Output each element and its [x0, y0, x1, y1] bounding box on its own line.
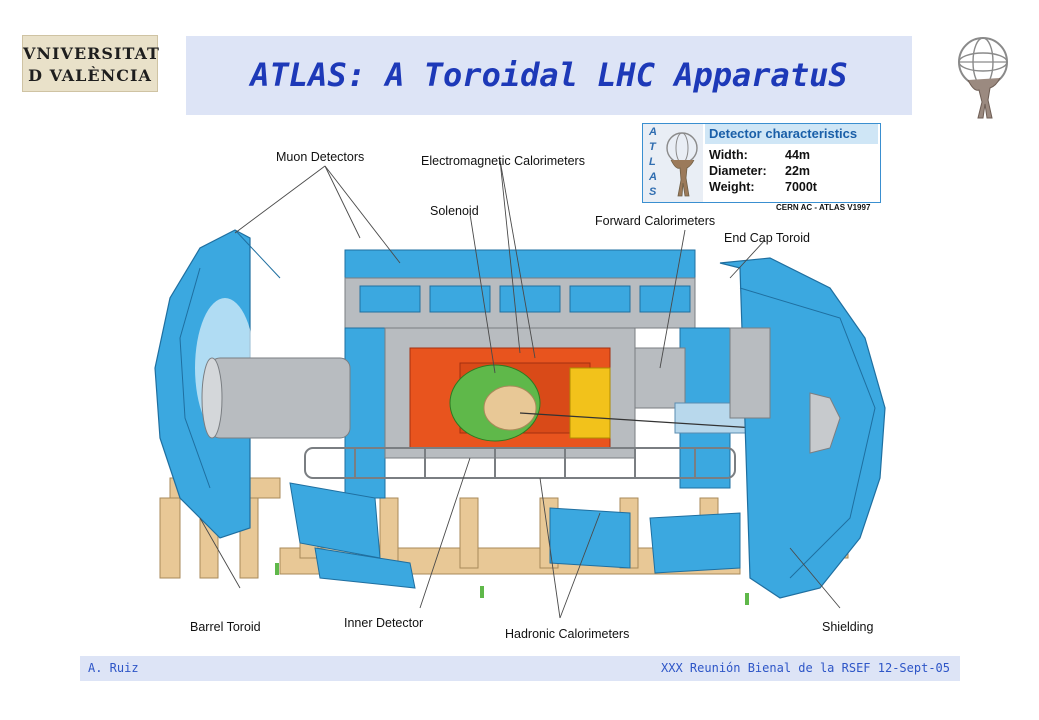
barrel-toroid-coils — [304, 447, 736, 479]
label-em-calorimeters: Electromagnetic Calorimeters — [421, 154, 585, 168]
info-heading: Detector characteristics — [705, 124, 878, 144]
info-value-diameter: 22m — [785, 164, 811, 178]
lower-muon-chambers — [289, 482, 741, 589]
atlas-figure-icon — [958, 37, 1008, 119]
logo-line-2: D VALÈNCIA — [28, 66, 152, 85]
info-label-width: Width: — [709, 148, 748, 162]
info-value-weight: 7000t — [785, 180, 817, 194]
atlas-letter: A — [649, 126, 657, 138]
info-label-diameter: Diameter: — [709, 164, 767, 178]
label-hadronic-calorimeters: Hadronic Calorimeters — [505, 627, 630, 641]
left-forward-cylinder — [201, 357, 351, 439]
atlas-letter: A — [649, 171, 657, 183]
info-value-width: 44m — [785, 148, 811, 162]
label-shielding: Shielding — [822, 620, 874, 634]
logo-line-1: VNIVERSITAT — [23, 44, 160, 63]
label-inner-detector: Inner Detector — [344, 616, 424, 630]
footer-event: XXX Reunión Bienal de la RSEF 12-Sept-05 — [661, 661, 950, 675]
page-title: ATLAS: A Toroidal LHC ApparatuS — [250, 56, 848, 94]
university-logo: VNIVERSITAT D VALÈNCIA — [22, 35, 160, 92]
human-scale-figures — [275, 563, 749, 605]
label-leaders — [199, 159, 841, 619]
atlas-detector-diagram — [154, 159, 886, 619]
label-forward-calorimeters: Forward Calorimeters — [595, 214, 716, 228]
atlas-logo-strip: A T L A S — [643, 124, 703, 202]
atlas-letter: L — [649, 156, 656, 168]
atlas-letter: S — [649, 186, 657, 198]
atlas-mini-figure-icon — [666, 132, 698, 197]
atlas-letter: T — [649, 141, 656, 153]
label-solenoid: Solenoid — [430, 204, 479, 218]
right-muon-wheel — [719, 257, 886, 599]
support-structure — [159, 477, 851, 579]
label-muon-detectors: Muon Detectors — [276, 150, 365, 164]
label-barrel-toroid: Barrel Toroid — [190, 620, 261, 634]
label-end-cap-toroid: End Cap Toroid — [724, 231, 810, 245]
calorimeter-core — [384, 327, 881, 459]
cern-credit: CERN AC - ATLAS V1997 — [776, 203, 871, 212]
info-label-weight: Weight: — [709, 180, 755, 194]
footer-bar: A. Ruiz XXX Reunión Bienal de la RSEF 12… — [80, 656, 960, 681]
title-bar: ATLAS: A Toroidal LHC ApparatuS — [186, 36, 912, 115]
detector-characteristics-box: A T L A S Detector characteristics Width… — [642, 123, 881, 203]
footer-author: A. Ruiz — [88, 661, 139, 675]
